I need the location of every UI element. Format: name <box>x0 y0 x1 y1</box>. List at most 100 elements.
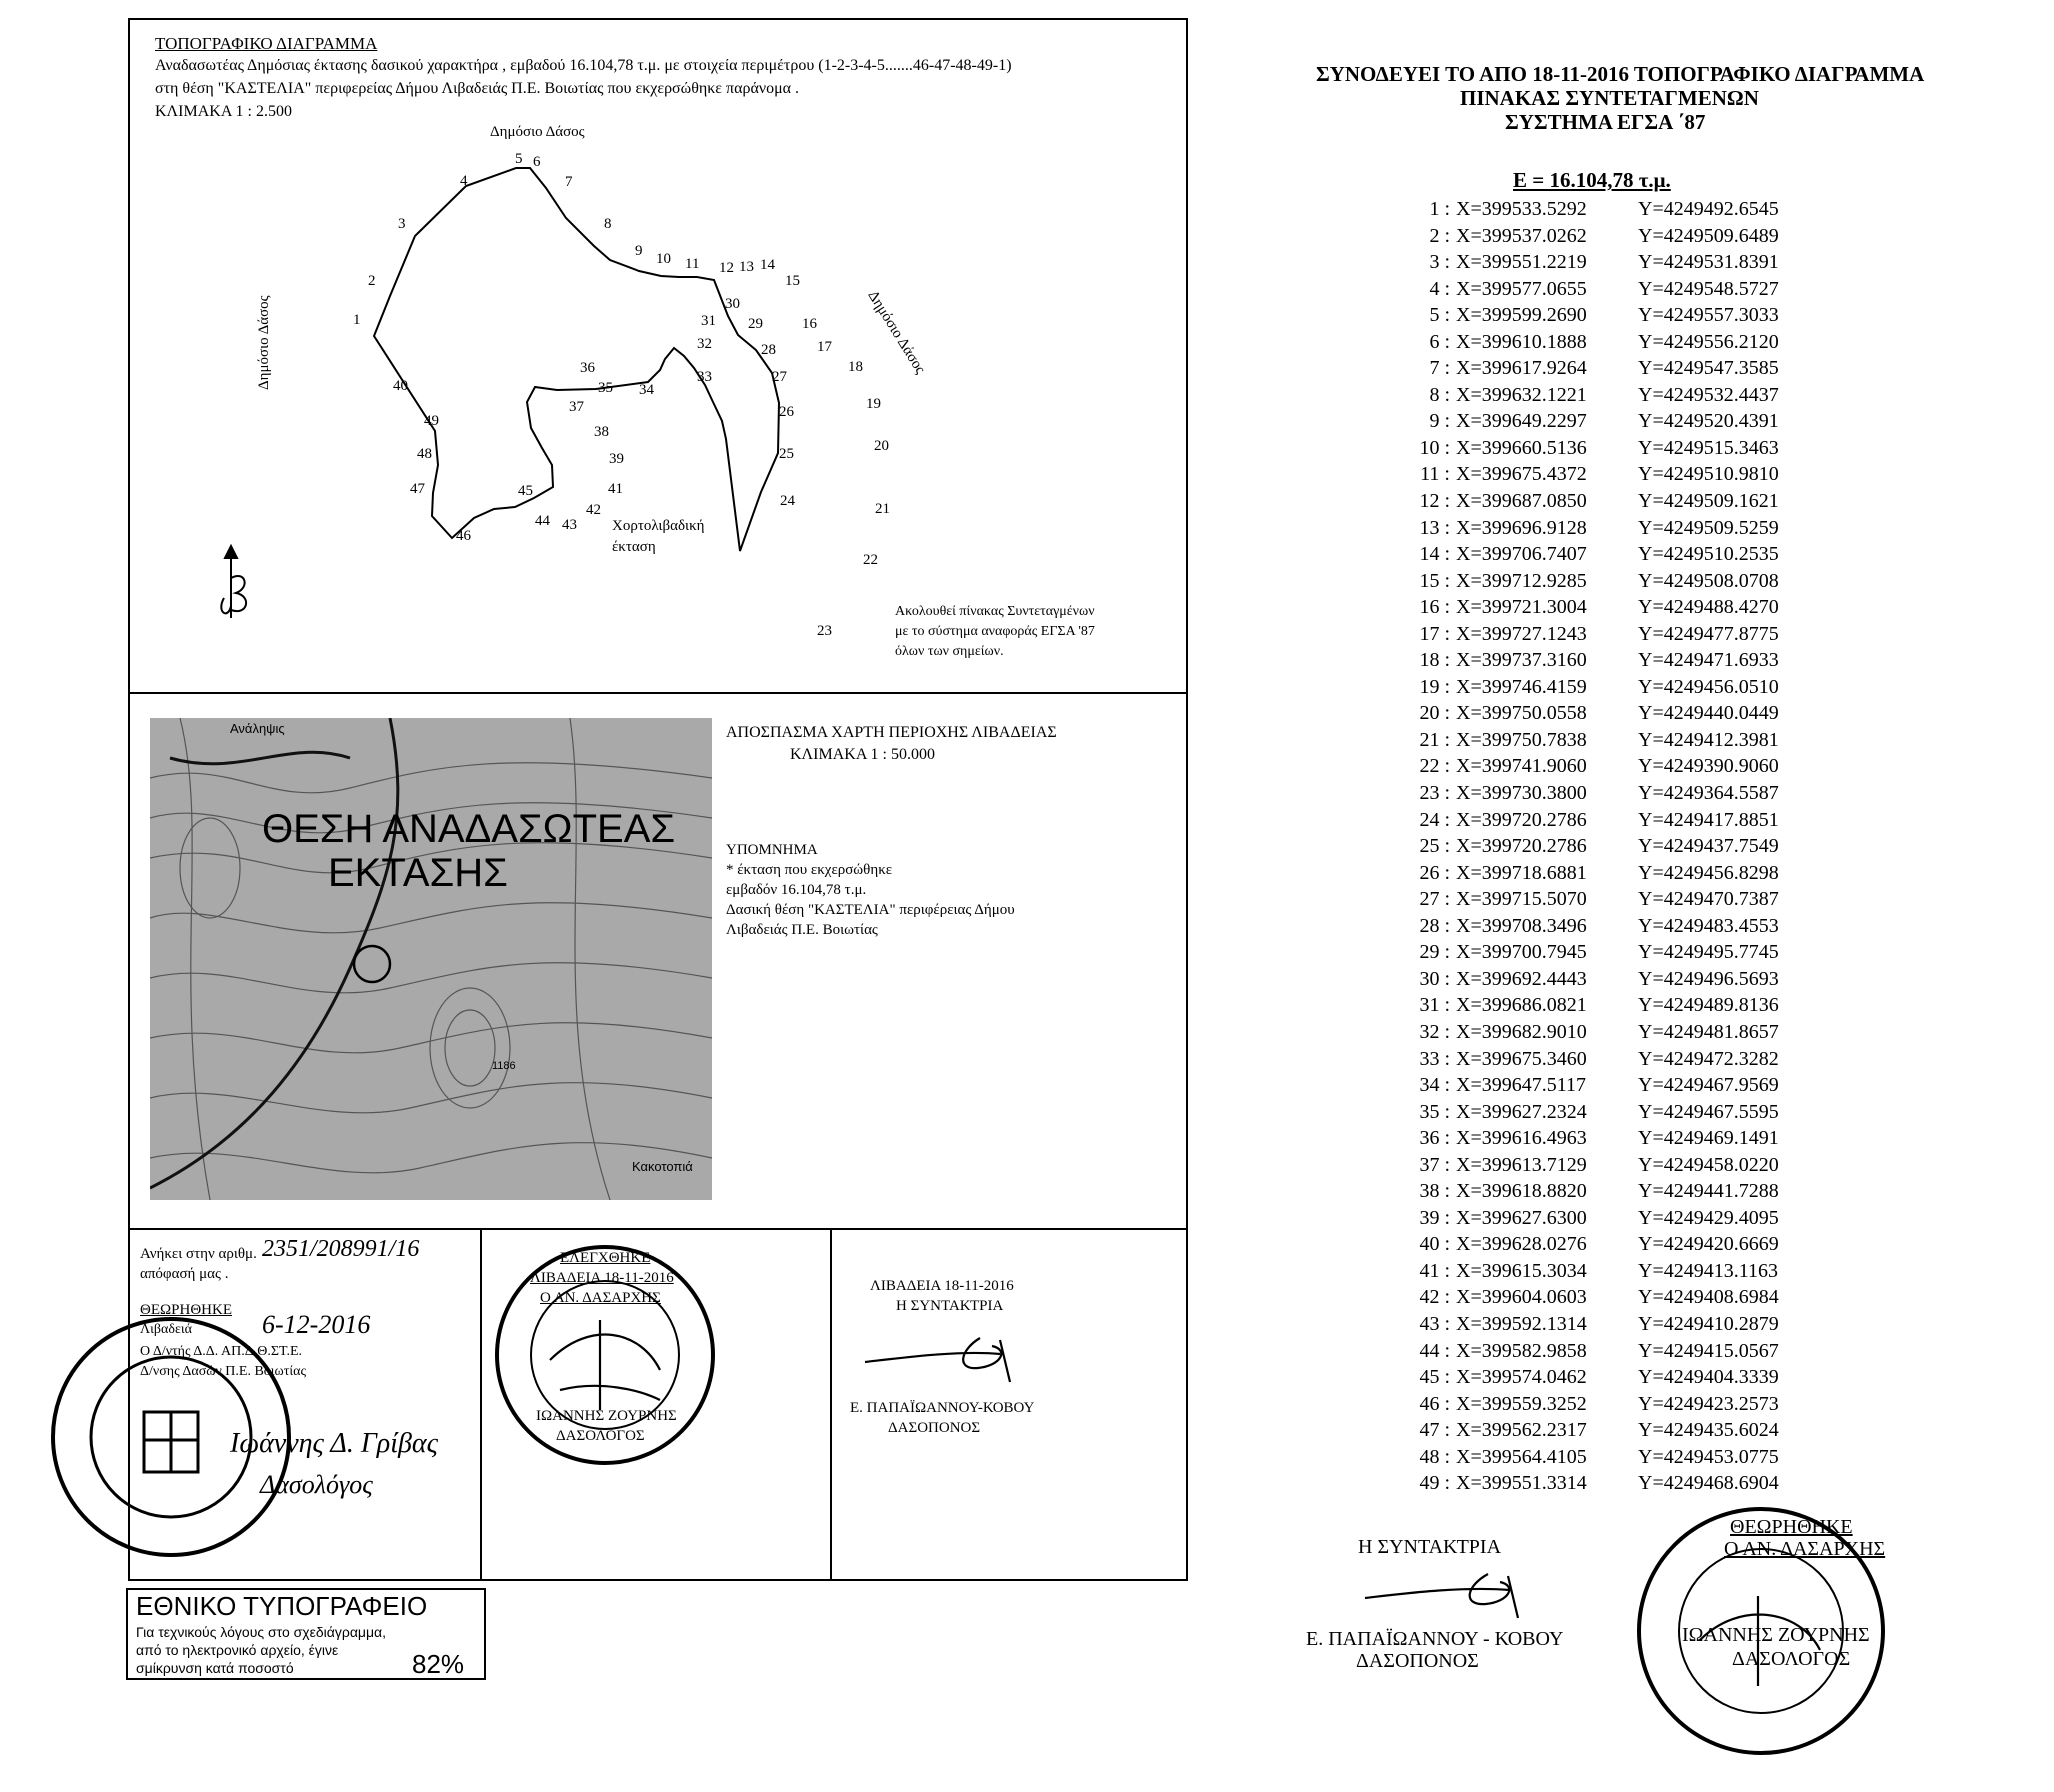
x-coordinate: X=399564.4105 <box>1456 1445 1587 1468</box>
y-coordinate: Y=4249364.5587 <box>1638 782 1779 805</box>
table-approver-role: Ο ΑΝ. ΔΑΣΑΡΧΗΣ <box>1724 1538 1886 1560</box>
point-index: 41 : <box>1419 1259 1450 1282</box>
svg-text:40: 40 <box>393 378 408 394</box>
x-coordinate: X=399613.7129 <box>1456 1153 1587 1176</box>
y-coordinate: Y=4249477.8775 <box>1638 622 1779 645</box>
x-coordinate: X=399574.0462 <box>1456 1366 1587 1389</box>
map-title: ΑΠΟΣΠΑΣΜΑ ΧΑΡΤΗ ΠΕΡΙΟΧΗΣ ΛΙΒΑΔΕΙΑΣ <box>726 724 1057 741</box>
table-author-title: ΔΑΣΟΠΟΝΟΣ <box>1356 1650 1479 1672</box>
svg-text:8: 8 <box>604 216 612 232</box>
svg-text:47: 47 <box>410 481 426 497</box>
x-coordinate: X=399675.4372 <box>1456 463 1587 486</box>
x-coordinate: X=399730.3800 <box>1456 782 1587 805</box>
y-coordinate: Y=4249412.3981 <box>1638 728 1779 751</box>
point-index: 25 : <box>1419 835 1450 858</box>
y-coordinate: Y=4249468.6904 <box>1638 1472 1779 1495</box>
author-title: ΔΑΣΟΠΟΝΟΣ <box>888 1420 981 1436</box>
frame-divider-3 <box>480 1228 482 1581</box>
x-coordinate: X=399660.5136 <box>1456 436 1587 459</box>
frame-divider-4 <box>830 1228 832 1581</box>
approval-date: 6-12-2016 <box>262 1310 371 1339</box>
checked-place-date: ΛΙΒΑΔΕΙΑ 18-11-2016 <box>530 1270 674 1286</box>
point-index: 26 : <box>1419 861 1450 884</box>
point-index: 4 : <box>1429 277 1450 300</box>
north-arrow-icon <box>220 543 247 618</box>
y-coordinate: Y=4249410.2879 <box>1638 1312 1779 1335</box>
svg-text:24: 24 <box>780 493 796 509</box>
svg-text:5: 5 <box>515 151 523 167</box>
x-coordinate: X=399727.1243 <box>1456 622 1587 645</box>
point-index: 39 : <box>1419 1206 1450 1229</box>
x-coordinate: X=399616.4963 <box>1456 1127 1587 1150</box>
x-coordinate: X=399750.0558 <box>1456 702 1587 725</box>
point-index: 6 : <box>1429 330 1450 353</box>
y-coordinate: Y=4249510.2535 <box>1638 543 1779 566</box>
svg-text:19: 19 <box>866 396 881 412</box>
map-extract-image <box>150 718 712 1200</box>
x-coordinate: X=399627.2324 <box>1456 1100 1587 1123</box>
printer-name: ΕΘΝΙΚΟ ΤΥΠΟΓΡΑΦΕΙΟ <box>136 1591 428 1621</box>
point-index: 20 : <box>1419 702 1450 725</box>
x-coordinate: X=399577.0655 <box>1456 277 1587 300</box>
printer-line-3: σμίκρυνση κατά ποσοστό <box>136 1660 294 1676</box>
legend-line-3: Δασική θέση "ΚΑΣΤΕΛΙΑ" περιφέρειας Δήμου <box>726 902 1015 918</box>
note-line-3: όλων των σημείων. <box>895 644 1004 659</box>
y-coordinate: Y=4249440.0449 <box>1638 702 1779 725</box>
y-coordinate: Y=4249441.7288 <box>1638 1180 1779 1203</box>
printer-box <box>126 1588 486 1680</box>
svg-text:9: 9 <box>635 243 643 259</box>
table-approver-name: ΙΩΑΝΝΗΣ ΖΟΥΡΝΗΣ <box>1682 1624 1870 1646</box>
point-index: 10 : <box>1419 436 1450 459</box>
y-coordinate: Y=4249509.6489 <box>1638 224 1779 247</box>
checked-role: Ο ΑΝ. ΔΑΣΑΡΧΗΣ <box>540 1290 661 1306</box>
contour-lines <box>150 718 712 1200</box>
svg-text:16: 16 <box>802 316 818 332</box>
svg-text:11: 11 <box>685 256 699 272</box>
x-coordinate: X=399687.0850 <box>1456 490 1587 513</box>
checked-label: ΕΛΕΓΧΘΗΚΕ <box>560 1250 651 1266</box>
map-place-2: Κακοτοπιά <box>632 1159 693 1174</box>
svg-text:48: 48 <box>417 446 432 462</box>
point-index: 21 : <box>1419 728 1450 751</box>
x-coordinate: X=399592.1314 <box>1456 1312 1587 1335</box>
y-coordinate: Y=4249481.8657 <box>1638 1020 1779 1043</box>
svg-text:4: 4 <box>460 173 468 189</box>
point-index: 46 : <box>1419 1392 1450 1415</box>
y-coordinate: Y=4249435.6024 <box>1638 1419 1779 1442</box>
y-coordinate: Y=4249453.0775 <box>1638 1445 1779 1468</box>
svg-text:36: 36 <box>580 360 596 376</box>
map-text-2: ΕΚΤΑΣΗΣ <box>328 851 508 895</box>
y-coordinate: Y=4249492.6545 <box>1638 198 1779 220</box>
point-index: 44 : <box>1419 1339 1450 1362</box>
point-index: 1 : <box>1429 198 1450 220</box>
table-header-1: ΣΥΝΟΔΕΥΕΙ ΤΟ ΑΠΟ 18-11-2016 ΤΟΠΟΓΡΑΦΙΚΟ … <box>1316 62 1925 86</box>
svg-text:38: 38 <box>594 424 609 440</box>
legend-line-2: εμβαδόν 16.104,78 τ.μ. <box>726 882 867 898</box>
y-coordinate: Y=4249532.4437 <box>1638 383 1779 406</box>
svg-text:12: 12 <box>719 260 734 276</box>
table-author-signature-icon <box>1364 1573 1520 1619</box>
x-coordinate: X=399692.4443 <box>1456 967 1587 990</box>
table-approver-title: ΔΑΣΟΛΟΓΟΣ <box>1732 1648 1851 1670</box>
svg-text:29: 29 <box>748 316 763 332</box>
svg-text:15: 15 <box>785 273 800 289</box>
